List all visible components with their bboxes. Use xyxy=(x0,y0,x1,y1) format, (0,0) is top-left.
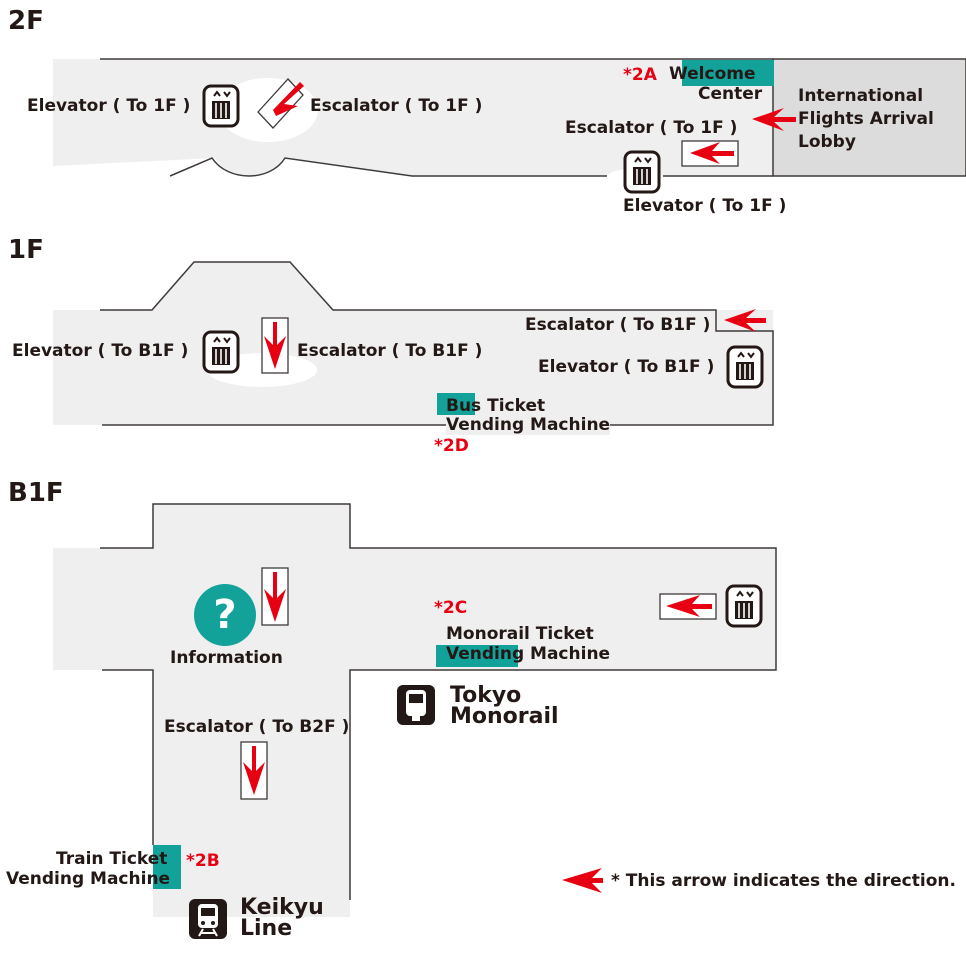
escalator-1f-left xyxy=(261,317,289,374)
arrival-lobby-line2: Flights Arrival xyxy=(798,109,934,129)
escalator-label: Escalator ( To 1F ) xyxy=(310,96,483,116)
information-glyph: ? xyxy=(213,592,237,638)
bus-ticket-line2: Vending Machine xyxy=(446,415,611,435)
legend-text: * This arrow indicates the direction. xyxy=(611,871,956,891)
red-arrow-icon xyxy=(273,82,304,116)
welcome-center-line1: Welcome xyxy=(669,64,756,84)
red-arrow-icon xyxy=(264,322,286,369)
floor-title-b1f: B1F xyxy=(8,478,64,508)
elevator-icon xyxy=(202,330,240,374)
floor-title-1f: 1F xyxy=(8,235,44,265)
code-2d: *2D xyxy=(434,436,469,456)
floor-b1f-outline-left xyxy=(100,503,777,900)
red-arrow-icon xyxy=(752,108,796,131)
elevator-icon xyxy=(725,584,763,628)
train-ticket-line1: Train Ticket xyxy=(56,849,168,869)
tokyo-monorail-line2: Monorail xyxy=(450,704,559,729)
elevator-label: Elevator ( To 1F ) xyxy=(623,196,787,216)
code-2c: *2C xyxy=(434,598,468,618)
welcome-center-line2: Center xyxy=(698,84,763,104)
escalator-label: Escalator ( To 1F ) xyxy=(565,118,738,138)
elevator-icon xyxy=(623,150,661,194)
monorail-ticket-marker xyxy=(436,645,518,667)
train-icon xyxy=(189,899,227,939)
arrival-lobby-line1: International xyxy=(798,86,924,106)
escalator-1f-right xyxy=(724,309,766,332)
welcome-center-marker xyxy=(682,60,774,86)
code-2a: *2A xyxy=(623,65,657,85)
arrival-lobby-area xyxy=(772,58,966,177)
tokyo-monorail-line1: Tokyo xyxy=(450,683,522,708)
escalator-2f-left xyxy=(257,78,304,129)
escalator-b1f-to-b2f xyxy=(240,741,268,800)
red-arrow-icon xyxy=(243,746,265,795)
monorail-ticket-line1: Monorail Ticket xyxy=(446,624,594,644)
floor-b1f-outline-bottom xyxy=(102,669,154,845)
escalator-label: Escalator ( To B2F ) xyxy=(164,717,350,737)
train-ticket-line2: Vending Machine xyxy=(6,869,171,889)
keikyu-line2: Line xyxy=(240,916,293,941)
information-icon xyxy=(194,584,256,646)
red-arrow-icon xyxy=(690,142,734,164)
floor-title-2f: 2F xyxy=(8,6,44,36)
bus-ticket-marker xyxy=(437,393,475,415)
elevator-icon xyxy=(202,84,240,128)
red-arrow-icon xyxy=(666,595,712,617)
escalator-b1f-top xyxy=(261,567,289,626)
red-arrow-icon xyxy=(724,309,766,332)
elevator-label: Elevator ( To 1F ) xyxy=(27,96,191,116)
train-ticket-marker xyxy=(153,845,181,889)
information-label: Information xyxy=(170,648,283,668)
legend-red-arrow-icon xyxy=(562,868,603,893)
escalator-label: Escalator ( To B1F ) xyxy=(297,341,483,361)
floor-1f-top-edge xyxy=(100,261,774,426)
escalator-2f-right xyxy=(681,140,739,167)
escalator-label: Escalator ( To B1F ) xyxy=(525,315,711,335)
keikyu-line1: Keikyu xyxy=(240,895,324,920)
floor-2f-bottom-edge xyxy=(169,157,773,177)
elevator-label: Elevator ( To B1F ) xyxy=(538,357,715,377)
red-arrow-icon xyxy=(264,572,286,622)
arrival-lobby-line3: Lobby xyxy=(798,132,856,152)
code-2b: *2B xyxy=(186,851,220,871)
monorail-ticket-line2: Vending Machine xyxy=(446,644,611,664)
lobby-direction-arrow xyxy=(752,108,796,131)
elevator-label: Elevator ( To B1F ) xyxy=(12,341,189,361)
elevator-icon xyxy=(726,345,764,389)
escalator-b1f-right xyxy=(659,593,717,620)
train-icon xyxy=(397,685,435,725)
bus-ticket-line1: Bus Ticket xyxy=(446,396,546,416)
